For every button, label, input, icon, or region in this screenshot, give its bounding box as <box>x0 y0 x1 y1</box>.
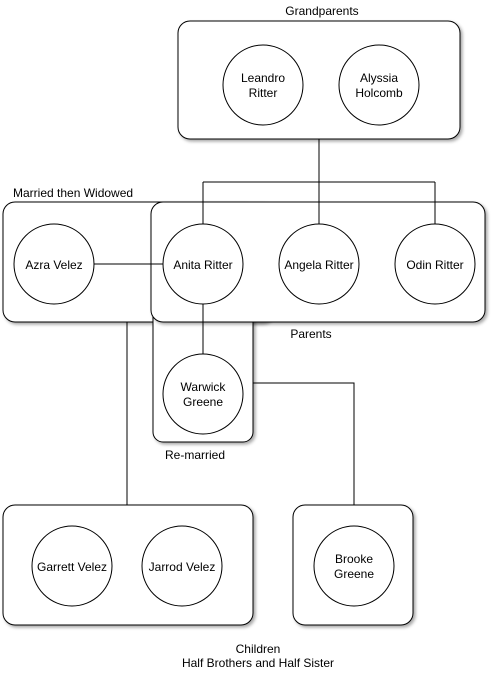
person-azra-velez[interactable]: Azra Velez <box>13 223 95 305</box>
grandparents-label: Grandparents <box>285 4 358 18</box>
remarried-label: Re-married <box>165 448 225 462</box>
person-name-line: Angela Ritter <box>284 258 353 272</box>
person-leandro-ritter[interactable]: Leandro Ritter <box>222 44 304 126</box>
person-name-line: Garrett Velez <box>37 560 107 574</box>
person-name-line: Alyssia <box>360 71 398 85</box>
person-name-line: Odin Ritter <box>406 258 463 272</box>
person-warwick-greene[interactable]: Warwick Greene <box>162 353 244 435</box>
person-garrett-velez[interactable]: Garrett Velez <box>31 525 113 607</box>
parents-label: Parents <box>290 327 331 341</box>
connector-lines <box>94 139 436 505</box>
person-anita-ritter[interactable]: Anita Ritter <box>162 223 244 305</box>
person-name-line: Jarrod Velez <box>149 560 216 574</box>
married-widowed-label: Married then Widowed <box>13 186 133 200</box>
children-sublabel: Half Brothers and Half Sister <box>182 656 334 670</box>
children-label: Children <box>236 642 281 656</box>
person-name-line: Holcomb <box>355 86 403 100</box>
person-name-line: Greene <box>183 395 223 409</box>
person-name-line: Brooke <box>335 552 373 566</box>
person-name-line: Leandro <box>241 71 285 85</box>
person-name-line: Ritter <box>249 86 278 100</box>
person-brooke-greene[interactable]: Brooke Greene <box>313 525 395 607</box>
person-alyssia-holcomb[interactable]: Alyssia Holcomb <box>338 44 420 126</box>
person-jarrod-velez[interactable]: Jarrod Velez <box>141 525 223 607</box>
person-name-line: Greene <box>334 567 374 581</box>
person-angela-ritter[interactable]: Angela Ritter <box>278 223 360 305</box>
person-name-line: Azra Velez <box>25 258 82 272</box>
person-name-line: Anita Ritter <box>173 258 232 272</box>
person-odin-ritter[interactable]: Odin Ritter <box>394 223 476 305</box>
person-name-line: Warwick <box>181 380 227 394</box>
